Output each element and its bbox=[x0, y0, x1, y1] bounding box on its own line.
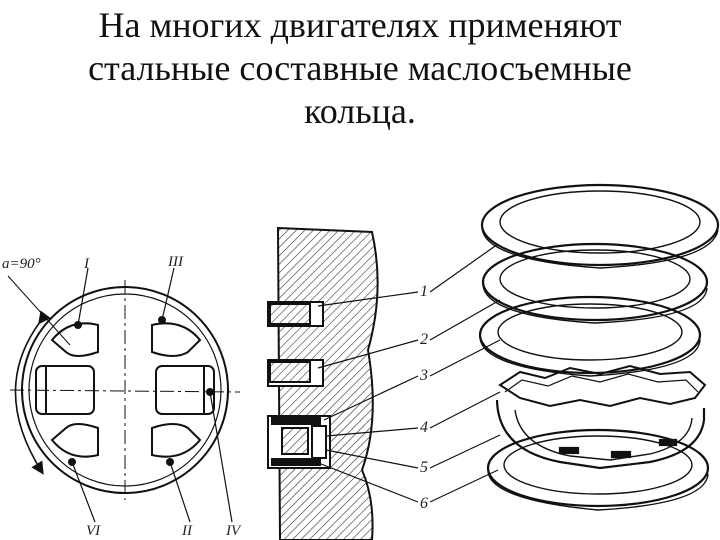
title-line-3: кольца. bbox=[304, 91, 416, 131]
piston-top-view bbox=[7, 267, 241, 523]
label-roman-IV: IV bbox=[225, 523, 242, 539]
exploded-ring-stack bbox=[478, 183, 720, 511]
callout-5: 5 bbox=[420, 459, 428, 476]
piston-section-view bbox=[267, 226, 379, 540]
label-roman-II: II bbox=[181, 523, 193, 539]
label-roman-III: III bbox=[167, 254, 184, 270]
title-line-2: стальные составные маслосъемные bbox=[88, 48, 632, 88]
label-roman-VI: VI bbox=[86, 523, 101, 539]
label-roman-I: I bbox=[83, 256, 90, 272]
angle-label: a=90° bbox=[2, 256, 41, 272]
callout-3: 3 bbox=[419, 367, 428, 384]
callout-leaders bbox=[315, 243, 501, 503]
callout-2: 2 bbox=[420, 331, 428, 348]
slide-title: На многих двигателях применяют стальные … bbox=[0, 4, 720, 133]
callout-6: 6 bbox=[420, 495, 428, 512]
title-line-1: На многих двигателях применяют bbox=[98, 5, 622, 45]
callout-4: 4 bbox=[420, 419, 428, 436]
callout-1: 1 bbox=[420, 283, 428, 300]
